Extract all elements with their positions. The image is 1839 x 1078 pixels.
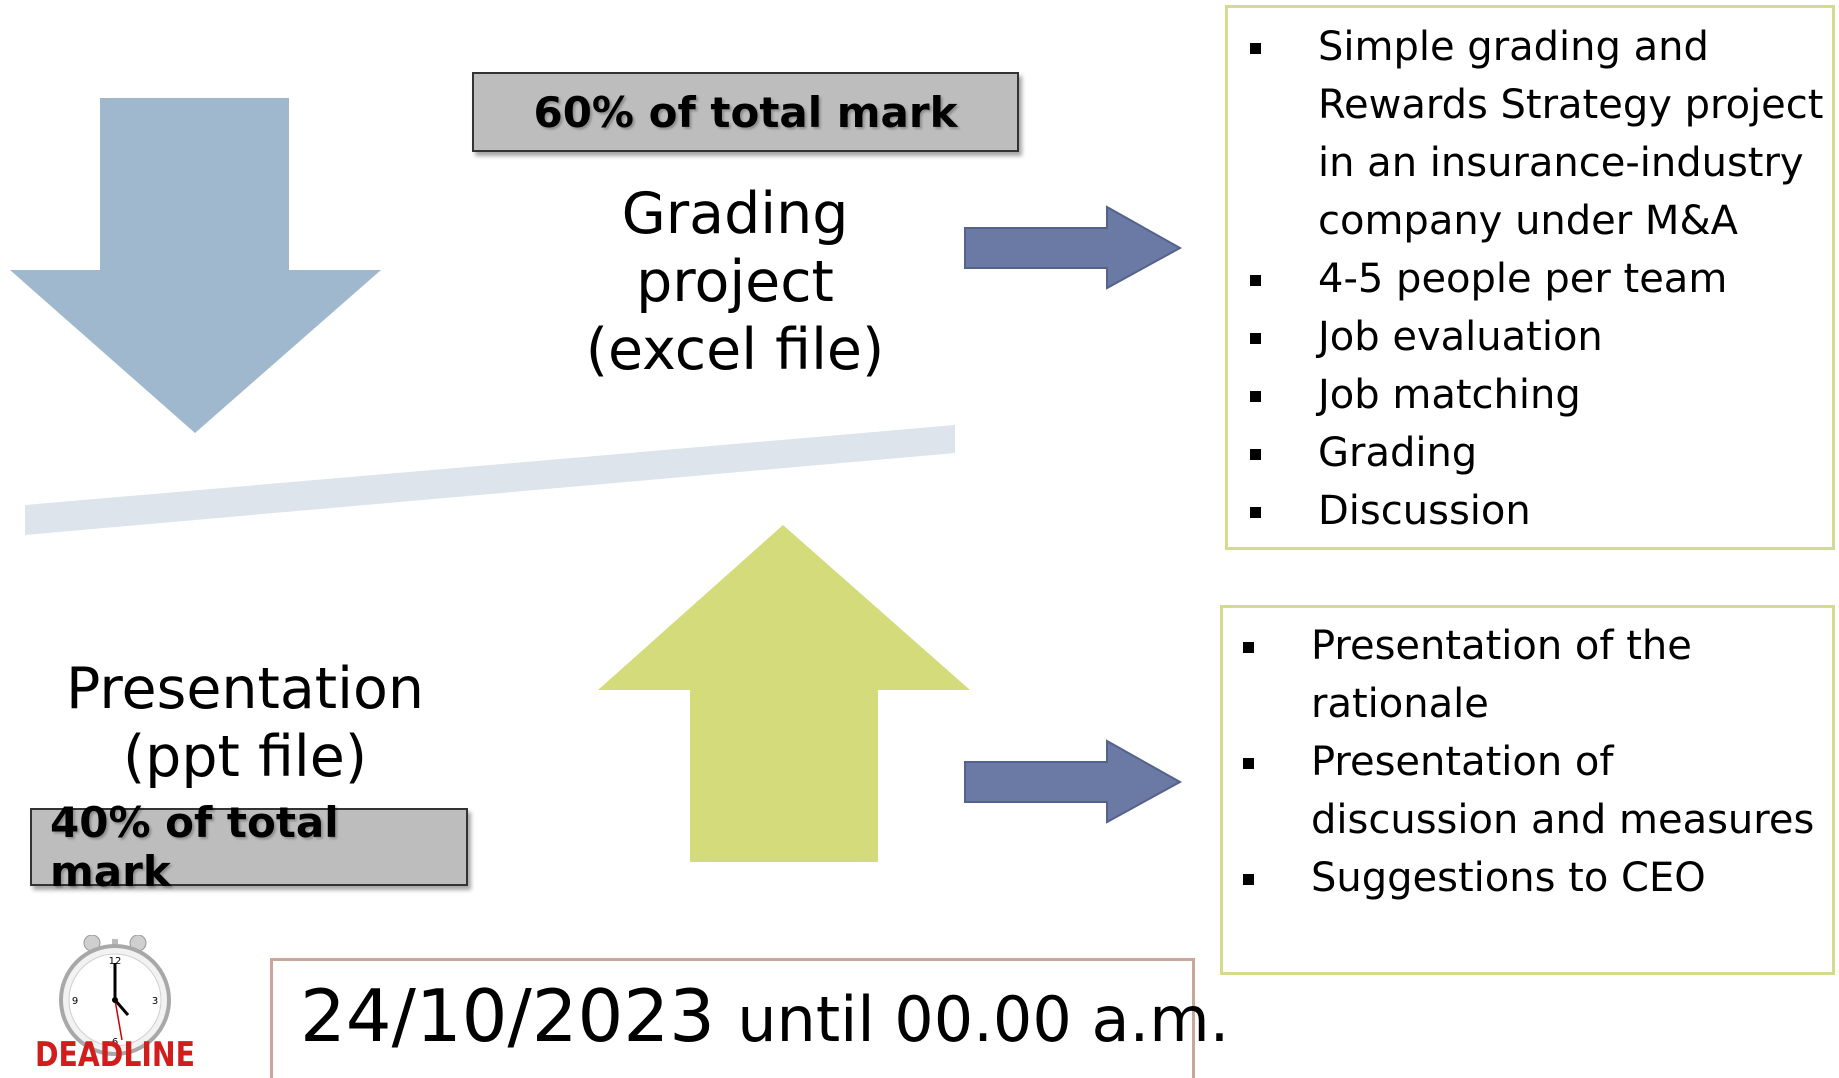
svg-text:DEADLINE: DEADLINE [35, 1035, 195, 1066]
deadline-clock-icon: 12 3 6 9 DEADLINE [35, 935, 195, 1066]
presentation-title-line: Presentation [66, 656, 424, 722]
deadline-text: 24/10/2023 until 00.00 a.m. [300, 975, 1229, 1061]
bullet-icon [1250, 507, 1261, 518]
svg-text:6: 6 [112, 1037, 118, 1048]
presentation-mark-badge: 40% of total mark [30, 798, 468, 896]
svg-text:9: 9 [72, 996, 78, 1007]
bullet-icon [1250, 449, 1261, 460]
right-arrow-top [964, 205, 1183, 290]
bullet-icon [1250, 43, 1261, 54]
deadline-box [270, 958, 1195, 1078]
svg-text:3: 3 [152, 996, 158, 1007]
presentation-title-line: (ppt file) [122, 724, 368, 790]
bullet-icon [1243, 874, 1254, 885]
bullet-icon [1250, 391, 1261, 402]
presentation-title: Presentation (ppt file) [30, 655, 460, 791]
list-item: Suggestions to CEO [1219, 849, 1829, 907]
grading-title-line: project [636, 249, 834, 315]
right-arrow-bottom [964, 739, 1183, 824]
grading-mark-badge: 60% of total mark [472, 72, 1019, 152]
list-item: Job matching [1226, 366, 1826, 424]
presentation-details-box [1220, 605, 1835, 975]
deadline-time: until 00.00 a.m. [737, 983, 1230, 1056]
presentation-bullet-list: Presentation of the rationale Presentati… [1219, 617, 1829, 907]
grading-project-title: Grading project (excel file) [560, 180, 910, 384]
deadline-date: 24/10/2023 [300, 974, 715, 1058]
down-arrow [10, 98, 381, 433]
list-item: Presentation of the rationale [1219, 617, 1829, 733]
grading-bullet-list: Simple grading and Rewards Strategy proj… [1226, 18, 1826, 540]
grading-title-line: Grading [621, 181, 849, 247]
svg-text:12: 12 [109, 956, 122, 967]
grading-details-box [1225, 5, 1835, 550]
list-item: 4-5 people per team [1226, 250, 1826, 308]
list-item: Grading [1226, 424, 1826, 482]
list-item: Discussion [1226, 482, 1826, 540]
divider-bar [25, 425, 955, 535]
bullet-icon [1250, 275, 1261, 286]
list-item: Presentation of discussion and measures [1219, 733, 1829, 849]
up-arrow [598, 525, 970, 862]
presentation-mark-label: 40% of total mark [50, 798, 339, 896]
bullet-icon [1243, 758, 1254, 769]
bullet-icon [1243, 642, 1254, 653]
list-item: Job evaluation [1226, 308, 1826, 366]
bullet-icon [1250, 333, 1261, 344]
list-item: Simple grading and Rewards Strategy proj… [1226, 18, 1826, 250]
grading-title-line: (excel file) [585, 317, 885, 383]
grading-mark-label: 60% of total mark [533, 87, 958, 137]
